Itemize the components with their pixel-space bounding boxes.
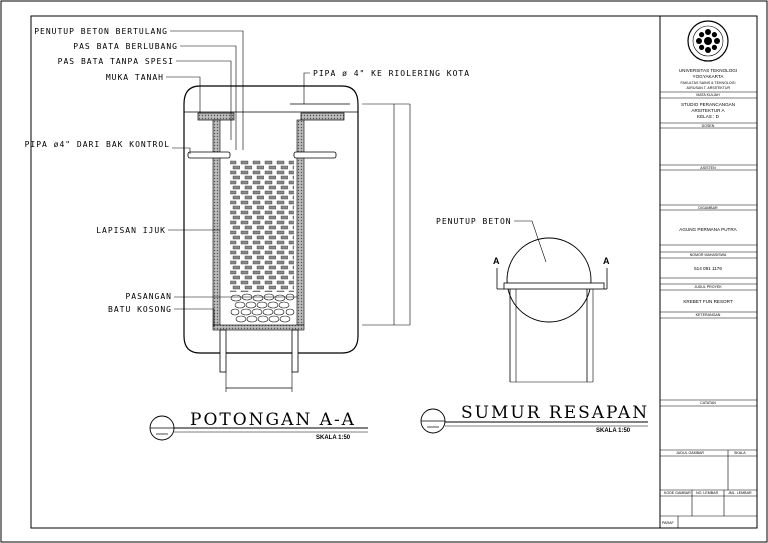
tb-faculty: FAKULTAS SAINS & TEKNOLOGI [681,81,736,85]
label-pipa-riolering: PIPA ø 4" KE RIOLERING KOTA [313,69,470,78]
tb-no-lembar-label: NO. LEMBAR [696,491,719,495]
tb-paraf-label: PARAF [662,521,675,525]
tb-dosen-label: DOSEN [702,124,715,128]
label-bata-berlubang: PAS BATA BERLUBANG [73,42,178,51]
section-scale: SKALA 1:50 [316,435,351,441]
tb-course-line1: STUDIO PERANCANGAN [681,102,735,107]
tb-course-line2: ARSITEKTUR A [691,108,725,113]
section-drawing [166,30,411,392]
tb-skala-label: SKALA [734,451,746,455]
tb-catatan-label: CATATAN [700,401,716,405]
tb-student-name: AGUNG PERMANA PUTRA [679,227,737,232]
tb-city: YOGYAKARTA [693,74,725,79]
tb-course-line3: KELAS : D [697,114,720,119]
tb-student-id: 514 091 1176 [694,266,722,271]
label-muka-tanah: MUKA TANAH [106,73,164,82]
tb-mata-kuliah-label: MATA KULIAH [696,93,720,97]
label-plan-penutup-beton: PENUTUP BETON [436,217,512,226]
label-penutup-beton: PENUTUP BETON BERTULANG [34,27,168,36]
label-pipa-bak-kontrol: PIPA ø4" DARI BAK KONTROL [25,140,170,149]
university-logo [687,20,729,62]
plan-title-group [420,408,648,434]
tb-university: UNIVERSITAS TEKNOLOGI [679,68,737,73]
batu-kosong-stones [230,293,295,323]
tb-digambar-label: DIGAMBAR [698,206,718,210]
section-mark-right: A [603,256,610,266]
label-lapisan-ijuk: LAPISAN IJUK [96,226,166,235]
label-batu-kosong: BATU KOSONG [108,305,172,314]
title-block-frame [659,15,758,529]
section-title-group [149,415,368,441]
plan-scale: SKALA 1:50 [596,428,631,434]
section-title: POTONGAN A-A [190,410,356,430]
tb-judul-gambar-label: JUDUL GAMBAR [676,451,704,455]
tb-kode-label: KODE GAMBAR [664,491,691,495]
tb-asisten-label: ASISTEN [700,166,716,170]
tb-keterangan-label: KETERANGAN [696,313,721,317]
tb-project: KREBET FUN RESORT [683,299,733,304]
title-block-lines [660,91,757,528]
tb-nomor-label: NOMOR MAHASISWA [690,253,727,257]
tb-jml-lembar-label: JML. LEMBAR [728,491,752,495]
label-bata-tanpa-spesi: PAS BATA TANPA SPESI [58,57,174,66]
tb-judul-label: JUDUL PROYEK [694,285,722,289]
plan-drawing [496,220,608,383]
label-pasangan: PASANGAN [125,292,172,301]
tb-department: JURUSAN T. ARSITEKTUR [686,86,731,90]
plan-title: SUMUR RESAPAN [461,403,649,423]
section-mark-left: A [493,256,500,266]
